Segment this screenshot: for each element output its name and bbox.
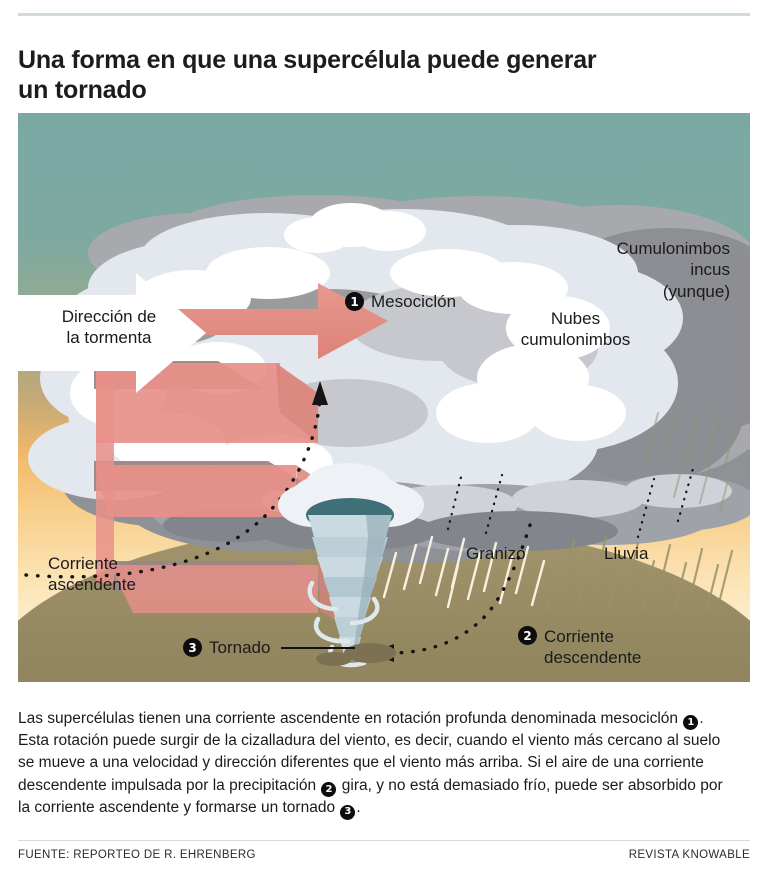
updraft-arrowhead — [312, 381, 328, 405]
rain-streaks — [544, 535, 734, 615]
tornado-leader-line — [281, 646, 356, 649]
label-updraft-line-2: ascendente — [48, 575, 136, 595]
badge-1: 1 — [345, 292, 364, 312]
label-rain: Lluvia — [604, 544, 649, 563]
downdraft-dotted-path — [388, 523, 532, 655]
badge-3: 3 — [183, 638, 202, 658]
label-cumulonimbus-incus: Cumulonimbos incus (yunque) — [545, 238, 730, 302]
label-incus-line-3: (yunque) — [662, 281, 730, 301]
top-divider — [18, 13, 750, 16]
label-downdraft-line-2: descendente — [544, 648, 642, 668]
page-title-line-2: un tornado — [18, 76, 147, 105]
label-tornado: 3 Tornado — [183, 637, 356, 658]
rain-streaks-upper — [645, 404, 737, 512]
label-cumulonimbus-clouds: Nubes cumulonimbos — [488, 308, 663, 351]
footer-source: FUENTE: REPORTEO DE R. EHRENBERG — [18, 849, 256, 861]
storm-scene-svg — [24, 195, 750, 668]
label-leader-lines — [446, 463, 696, 539]
label-incus-line-1: Cumulonimbos — [616, 239, 730, 258]
storm-direction-arrow-icon — [18, 273, 206, 393]
caption-badge-3: 3 — [340, 804, 356, 820]
hail-streaks — [366, 535, 546, 609]
label-updraft: Corriente ascendente — [48, 553, 198, 596]
caption-badge-2: 2 — [321, 782, 337, 798]
caption-badge-1: 1 — [683, 715, 699, 730]
caption-segment-4: . — [356, 799, 361, 817]
label-updraft-line-1: Corriente — [48, 554, 118, 573]
caption-segment-2: . Esta rotación puede surgir de la cizal… — [18, 709, 721, 794]
caption-segment-3: gira, y no está demasiado frío, puede se… — [18, 776, 723, 817]
label-downdraft-text: Corriente descendente — [544, 626, 641, 669]
storm-direction-label: Dirección de la tormenta — [34, 306, 184, 349]
page-title-line-1: Una forma en que una supercélula puede g… — [18, 45, 597, 74]
label-nubes-line-1: Nubes — [550, 309, 601, 328]
footer-divider — [18, 840, 750, 841]
label-nubes-line-2: cumulonimbos — [520, 330, 631, 350]
label-incus-line-2: incus — [690, 260, 730, 280]
label-hail: Granizo — [466, 544, 526, 563]
label-downdraft: 2 Corriente descendente — [518, 626, 641, 669]
badge-2: 2 — [518, 626, 537, 645]
tornado-ground-debris — [344, 643, 396, 663]
label-tornado-text: Tornado — [209, 638, 271, 657]
caption-segment-1: Las supercélulas tienen una corriente as… — [18, 709, 683, 727]
footer: FUENTE: REPORTEO DE R. EHRENBERG REVISTA… — [18, 849, 750, 861]
storm-direction-line-1: Dirección de — [61, 307, 157, 326]
label-mesocyclone: 1 Mesociclón — [345, 291, 456, 312]
label-downdraft-line-1: Corriente — [544, 627, 614, 646]
footer-publication: REVISTA KNOWABLE — [628, 849, 750, 861]
supercell-illustration: Dirección de la tormenta 1 Mesociclón Cu… — [18, 113, 750, 682]
storm-direction-line-2: la tormenta — [66, 328, 152, 348]
tornado-funnel — [278, 463, 424, 668]
label-mesocyclone-text: Mesociclón — [371, 292, 457, 311]
caption-text: Las supercélulas tienen una corriente as… — [18, 708, 728, 820]
page-title: Una forma en que una supercélula puede g… — [18, 45, 750, 106]
